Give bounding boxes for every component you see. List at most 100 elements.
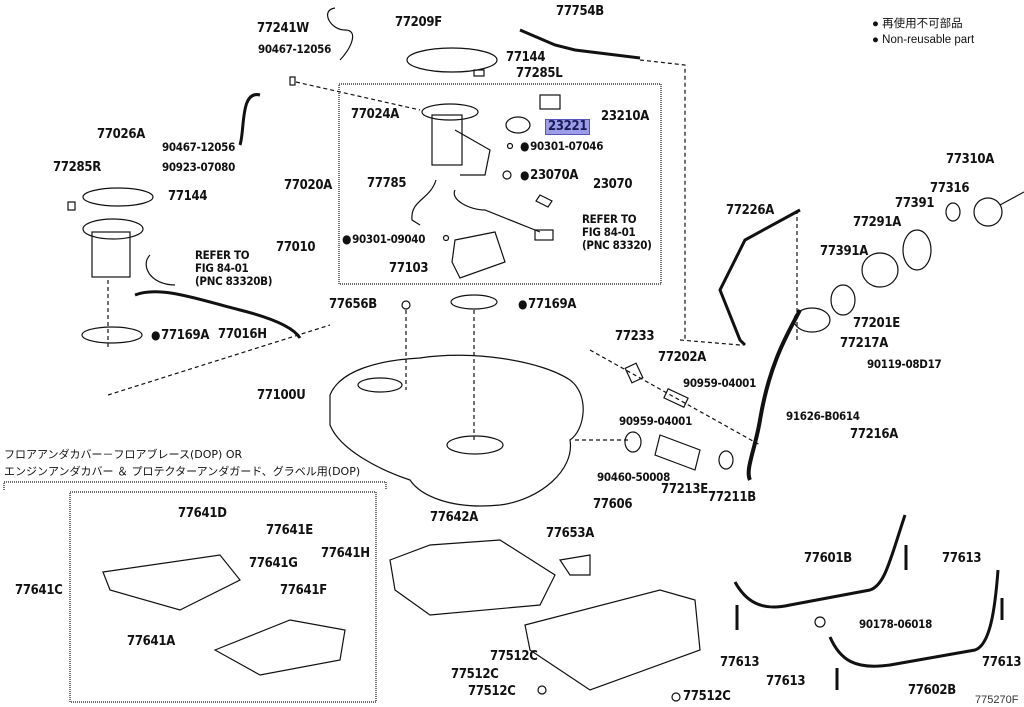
- part-label-77169A[interactable]: 77169A: [518, 297, 576, 312]
- part-label-77641G[interactable]: 77641G: [249, 556, 298, 571]
- cover-77653A: [558, 554, 591, 576]
- part-label-77241W[interactable]: 77241W: [257, 21, 309, 36]
- part-label-90467-12056[interactable]: 90467-12056: [258, 42, 331, 56]
- part-label-77391A[interactable]: 77391A: [820, 244, 868, 259]
- part-label-77641C[interactable]: 77641C: [15, 583, 63, 598]
- gasket-77391: [902, 229, 932, 271]
- part-label-77653A[interactable]: 77653A: [546, 526, 594, 541]
- part-label-91626-B0614[interactable]: 91626-B0614: [786, 409, 860, 423]
- part-label-23221-highlighted[interactable]: 23221: [545, 119, 591, 135]
- clamp-90460: [624, 431, 642, 453]
- pump-flange: [421, 103, 479, 121]
- part-label-77169A-left[interactable]: 77169A: [151, 328, 209, 343]
- part-label-90178-06018[interactable]: 90178-06018: [859, 617, 932, 631]
- part-label-77209F[interactable]: 77209F: [395, 15, 442, 30]
- refer-line: REFER TO: [195, 248, 250, 262]
- part-label-77613-a[interactable]: 77613: [942, 551, 982, 566]
- part-label-77512C-c[interactable]: 77512C: [468, 684, 516, 699]
- part-label-77026A[interactable]: 77026A: [97, 127, 145, 142]
- pipe-77754B: [519, 28, 641, 60]
- part-label-77291A[interactable]: 77291A: [853, 215, 901, 230]
- oring-90301-09040: [442, 234, 450, 242]
- part-label-77285L[interactable]: 77285L: [516, 66, 563, 81]
- valve-77233: [624, 362, 644, 384]
- part-label-23070[interactable]: 23070: [593, 177, 633, 192]
- part-label-77601B[interactable]: 77601B: [804, 551, 852, 566]
- part-label-90467-12056-b[interactable]: 90467-12056: [162, 140, 235, 154]
- hose-77016H: [134, 290, 302, 339]
- part-label-90460-50008[interactable]: 90460-50008: [597, 470, 670, 484]
- part-label-77641D[interactable]: 77641D: [178, 506, 227, 521]
- cover-77606: [524, 589, 701, 691]
- part-label-77512C-b[interactable]: 77512C: [451, 667, 499, 682]
- sender-float: [534, 229, 554, 241]
- strap-77601B: [733, 514, 907, 609]
- cover-77641A: [102, 554, 241, 611]
- part-label-23070A[interactable]: 23070A: [520, 168, 578, 183]
- part-label-77285R[interactable]: 77285R: [53, 160, 101, 175]
- part-label-77641A[interactable]: 77641A: [127, 634, 175, 649]
- part-label-77316[interactable]: 77316: [930, 181, 970, 196]
- hose-77202A: [663, 388, 689, 408]
- part-label-90119-08D17[interactable]: 90119-08D17: [867, 357, 942, 371]
- part-label-77100U[interactable]: 77100U: [257, 388, 306, 403]
- part-label-90301-07046[interactable]: 90301-07046: [520, 139, 603, 153]
- part-label-77010[interactable]: 77010: [276, 240, 316, 255]
- part-label-77020A[interactable]: 77020A: [284, 178, 332, 193]
- ring-77291A: [861, 252, 899, 288]
- gasket-77169A-mid: [450, 294, 498, 310]
- part-label-77754B[interactable]: 77754B: [556, 4, 604, 19]
- part-label-77613-d[interactable]: 77613: [766, 674, 806, 689]
- part-label-77606[interactable]: 77606: [593, 497, 633, 512]
- part-label-77211B[interactable]: 77211B: [708, 490, 756, 505]
- sender-wire: [145, 254, 176, 286]
- clamp-77211B: [718, 450, 734, 470]
- pipe-77226A: [718, 208, 801, 347]
- ring-77144-left: [82, 187, 154, 207]
- refer-line: FIG 84-01: [195, 261, 249, 275]
- refer-note-pump[interactable]: REFER TO FIG 84-01 (PNC 83320): [582, 213, 652, 252]
- leader-breather: [679, 339, 741, 346]
- part-label-77144[interactable]: 77144: [506, 50, 546, 65]
- part-label-90301-09040[interactable]: 90301-09040: [342, 232, 425, 246]
- refer-line: REFER TO: [582, 212, 637, 226]
- part-label-77512C-d[interactable]: 77512C: [683, 689, 731, 704]
- strap-77602B: [828, 569, 1000, 668]
- grommet-77656B: [401, 300, 411, 310]
- part-label-77202A[interactable]: 77202A: [658, 350, 706, 365]
- part-label-77512C-a[interactable]: 77512C: [490, 649, 538, 664]
- part-label-77144-left[interactable]: 77144: [168, 189, 208, 204]
- part-label-77785[interactable]: 77785: [367, 176, 407, 191]
- part-label-77226A[interactable]: 77226A: [726, 203, 774, 218]
- cap-tether: [999, 191, 1024, 206]
- part-label-77201E[interactable]: 77201E: [853, 316, 900, 331]
- part-label-77016H[interactable]: 77016H: [218, 327, 267, 342]
- filler-pipe-77201E: [746, 309, 802, 481]
- part-label-77216A[interactable]: 77216A: [850, 427, 898, 442]
- part-label-23210A[interactable]: 23210A: [601, 109, 649, 124]
- part-label-77641H[interactable]: 77641H: [321, 546, 370, 561]
- wire-77209F: [327, 7, 354, 61]
- oring-23070A: [502, 170, 512, 180]
- part-label-77391[interactable]: 77391: [895, 196, 935, 211]
- part-label-77024A[interactable]: 77024A: [351, 107, 399, 122]
- part-label-77602B[interactable]: 77602B: [908, 683, 956, 698]
- part-label-90959-04001-b[interactable]: 90959-04001: [619, 414, 692, 428]
- part-label-77233[interactable]: 77233: [615, 329, 655, 344]
- part-label-77217A[interactable]: 77217A: [840, 336, 888, 351]
- part-label-77642A[interactable]: 77642A: [430, 510, 478, 525]
- clip-90467: [289, 76, 296, 86]
- part-label-77641F[interactable]: 77641F: [280, 583, 327, 598]
- wire-77785: [411, 179, 437, 226]
- part-label-90923-07080[interactable]: 90923-07080: [162, 160, 235, 174]
- part-label-77103[interactable]: 77103: [389, 261, 429, 276]
- part-label-77310A[interactable]: 77310A: [946, 152, 994, 167]
- part-label-77613-c[interactable]: 77613: [982, 655, 1022, 670]
- part-label-77213E[interactable]: 77213E: [661, 482, 708, 497]
- part-label-90959-04001-a[interactable]: 90959-04001: [683, 376, 756, 390]
- pump-body: [431, 114, 463, 166]
- refer-note-sender[interactable]: REFER TO FIG 84-01 (PNC 83320B): [195, 249, 272, 288]
- part-label-77641E[interactable]: 77641E: [266, 523, 313, 538]
- part-label-77656B[interactable]: 77656B: [329, 297, 377, 312]
- part-label-77613-b[interactable]: 77613: [720, 655, 760, 670]
